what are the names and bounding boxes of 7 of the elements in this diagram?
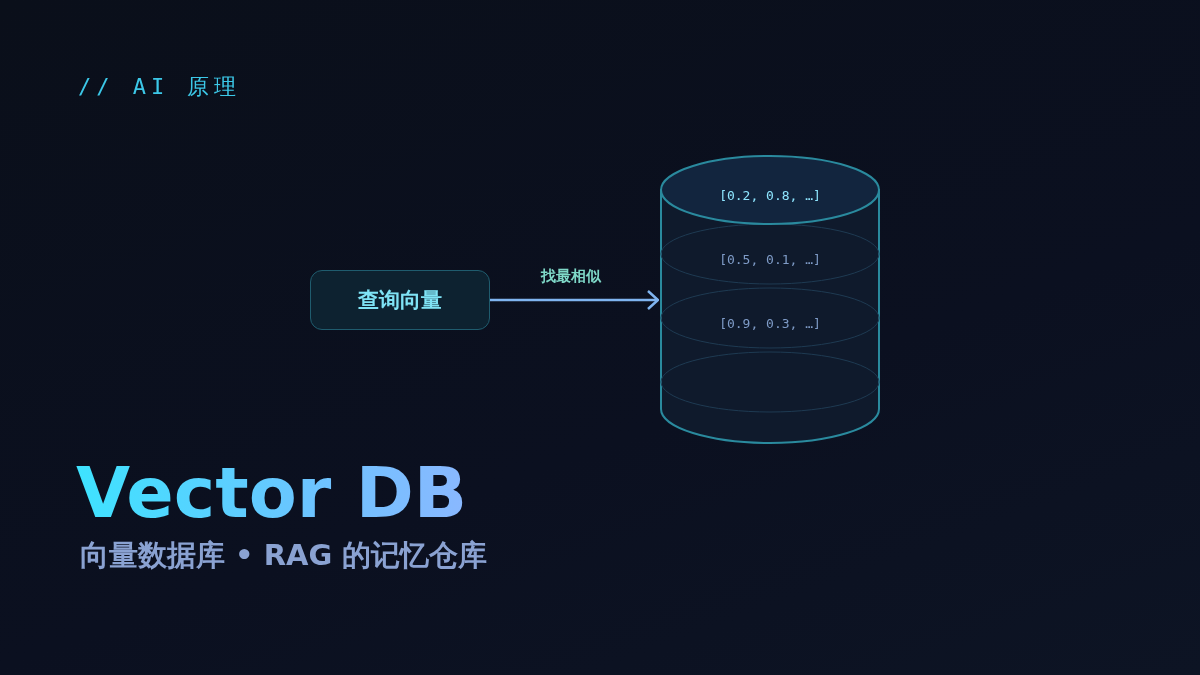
vector-row-text: [0.9, 0.3, …] (718, 316, 822, 331)
edge-label: 找最相似 (539, 267, 602, 286)
query-box: 查询向量 (310, 270, 490, 330)
vector-row-text: [0.2, 0.8, …] (718, 188, 822, 203)
subtitle: 向量数据库 • RAG 的记忆仓库 (80, 537, 488, 574)
vector-row-text: [0.5, 0.1, …] (718, 252, 822, 267)
section-label: // AI 原理 (78, 73, 242, 101)
